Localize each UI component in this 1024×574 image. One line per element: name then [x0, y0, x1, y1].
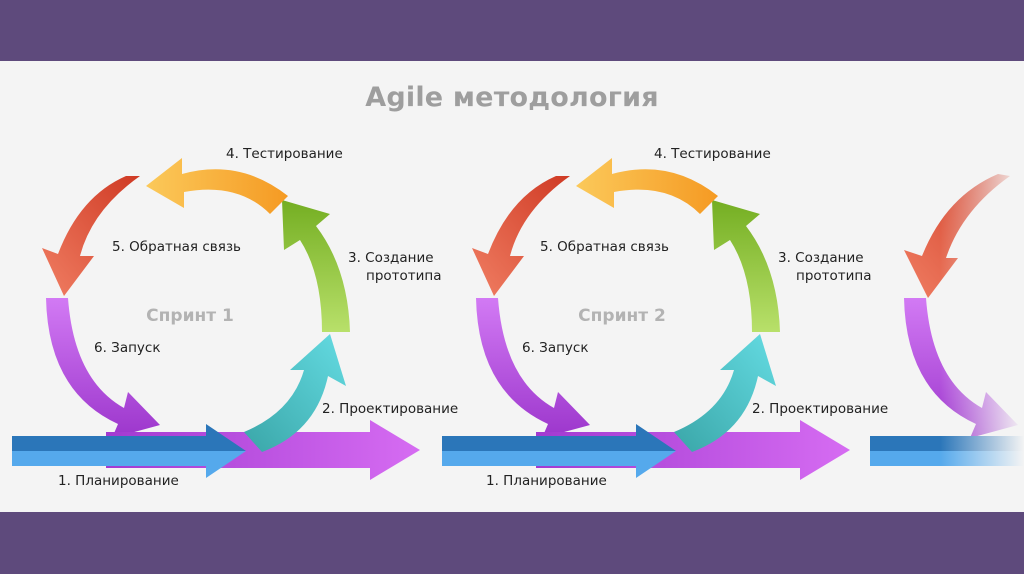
feedback-label-sprint-2: 5. Обратная связь [540, 239, 669, 255]
launch-arrow-sprint-2 [476, 298, 590, 438]
planning-arrow-sprint-2 [442, 424, 676, 478]
feedback-arrow-sprint-2 [472, 176, 570, 296]
launch-arrow-sprint-1 [46, 298, 160, 438]
sprint-1-group: Спринт 1 4. Тестирование 5. Обратная свя… [12, 146, 458, 489]
feedback-arrow-sprint-3 [904, 174, 1010, 298]
design-arrow-sprint-1 [244, 334, 346, 452]
prototype-arrow-sprint-1 [282, 200, 350, 332]
design-label-sprint-1: 2. Проектирование [322, 401, 458, 417]
sprint-2-label: Спринт 2 [578, 306, 666, 326]
feedback-label-sprint-1: 5. Обратная связь [112, 239, 241, 255]
prototype-label-line1-sprint-1: 3. Создание [348, 250, 434, 266]
sprint-1-label: Спринт 1 [146, 306, 234, 326]
planning-label-sprint-1: 1. Планирование [58, 473, 179, 489]
design-label-sprint-2: 2. Проектирование [752, 401, 888, 417]
launch-label-sprint-1: 6. Запуск [94, 340, 161, 356]
prototype-label-line1-sprint-2: 3. Создание [778, 250, 864, 266]
design-arrow-sprint-2 [674, 334, 776, 452]
testing-label-sprint-1: 4. Тестирование [226, 146, 343, 162]
prototype-label-line2-sprint-2: прототипа [796, 268, 872, 284]
prototype-arrow-sprint-2 [712, 200, 780, 332]
sprint-3-partial-group [870, 150, 1024, 490]
fade-overlay [940, 150, 1024, 490]
page-title: Agile методология [365, 82, 659, 113]
testing-arrow-sprint-1 [146, 158, 288, 214]
planning-arrow-sprint-1 [12, 424, 246, 478]
testing-label-sprint-2: 4. Тестирование [654, 146, 771, 162]
prototype-label-line2-sprint-1: прототипа [366, 268, 442, 284]
testing-arrow-sprint-2 [576, 158, 718, 214]
feedback-arrow-sprint-1 [42, 176, 140, 296]
sprint-2-group: Спринт 2 4. Тестирование 5. Обратная свя… [442, 146, 888, 489]
launch-label-sprint-2: 6. Запуск [522, 340, 589, 356]
planning-label-sprint-2: 1. Планирование [486, 473, 607, 489]
